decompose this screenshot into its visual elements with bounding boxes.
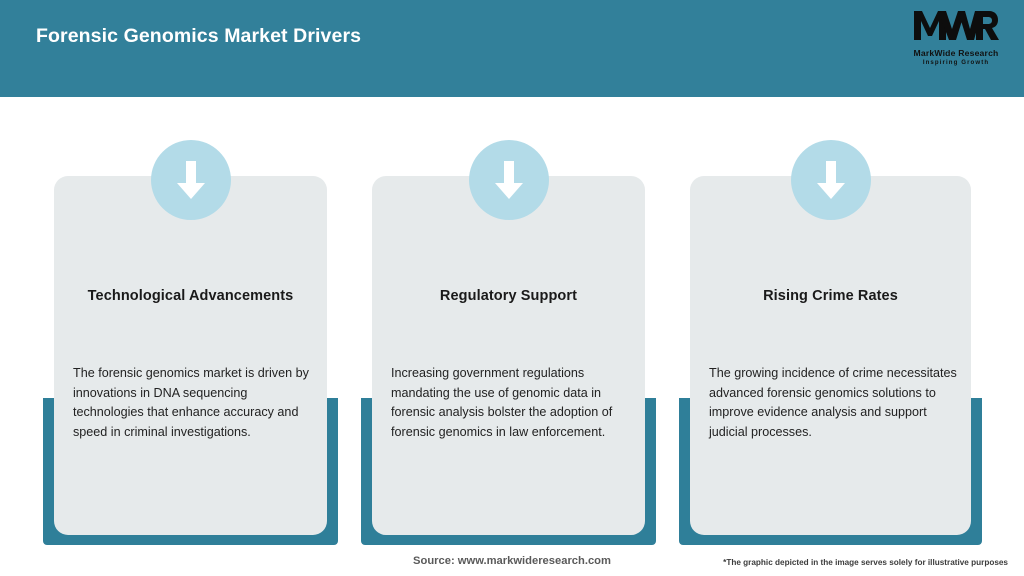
brand-logo: MarkWide Research Inspiring Growth bbox=[902, 8, 1010, 70]
down-arrow-icon bbox=[150, 140, 231, 220]
card-body-text: The forensic genomics market is driven b… bbox=[73, 366, 309, 439]
card-panel: Rising Crime Rates The growing incidence… bbox=[690, 176, 971, 535]
card-title: Technological Advancements bbox=[87, 288, 294, 304]
card-body-text: Increasing government regulations mandat… bbox=[391, 366, 613, 439]
down-arrow-icon bbox=[468, 140, 549, 220]
logo-tagline: Inspiring Growth bbox=[922, 59, 990, 66]
card-panel: Regulatory Support Increasing government… bbox=[372, 176, 645, 535]
card-title: Regulatory Support bbox=[439, 288, 578, 304]
logo-company-name: MarkWide Research bbox=[913, 48, 999, 58]
card-title: Rising Crime Rates bbox=[763, 288, 898, 304]
source-label: Source: www.markwideresearch.com bbox=[413, 555, 611, 567]
disclaimer-note: *The graphic depicted in the image serve… bbox=[723, 558, 1008, 567]
down-arrow-icon bbox=[790, 140, 871, 220]
card-panel: Technological Advancements The forensic … bbox=[54, 176, 327, 535]
mwr-logo-icon bbox=[902, 8, 1010, 47]
header-bar: Forensic Genomics Market Drivers MarkWid… bbox=[0, 0, 1024, 97]
card-body-text: The growing incidence of crime necessita… bbox=[709, 366, 957, 439]
page-title: Forensic Genomics Market Drivers bbox=[36, 25, 362, 47]
